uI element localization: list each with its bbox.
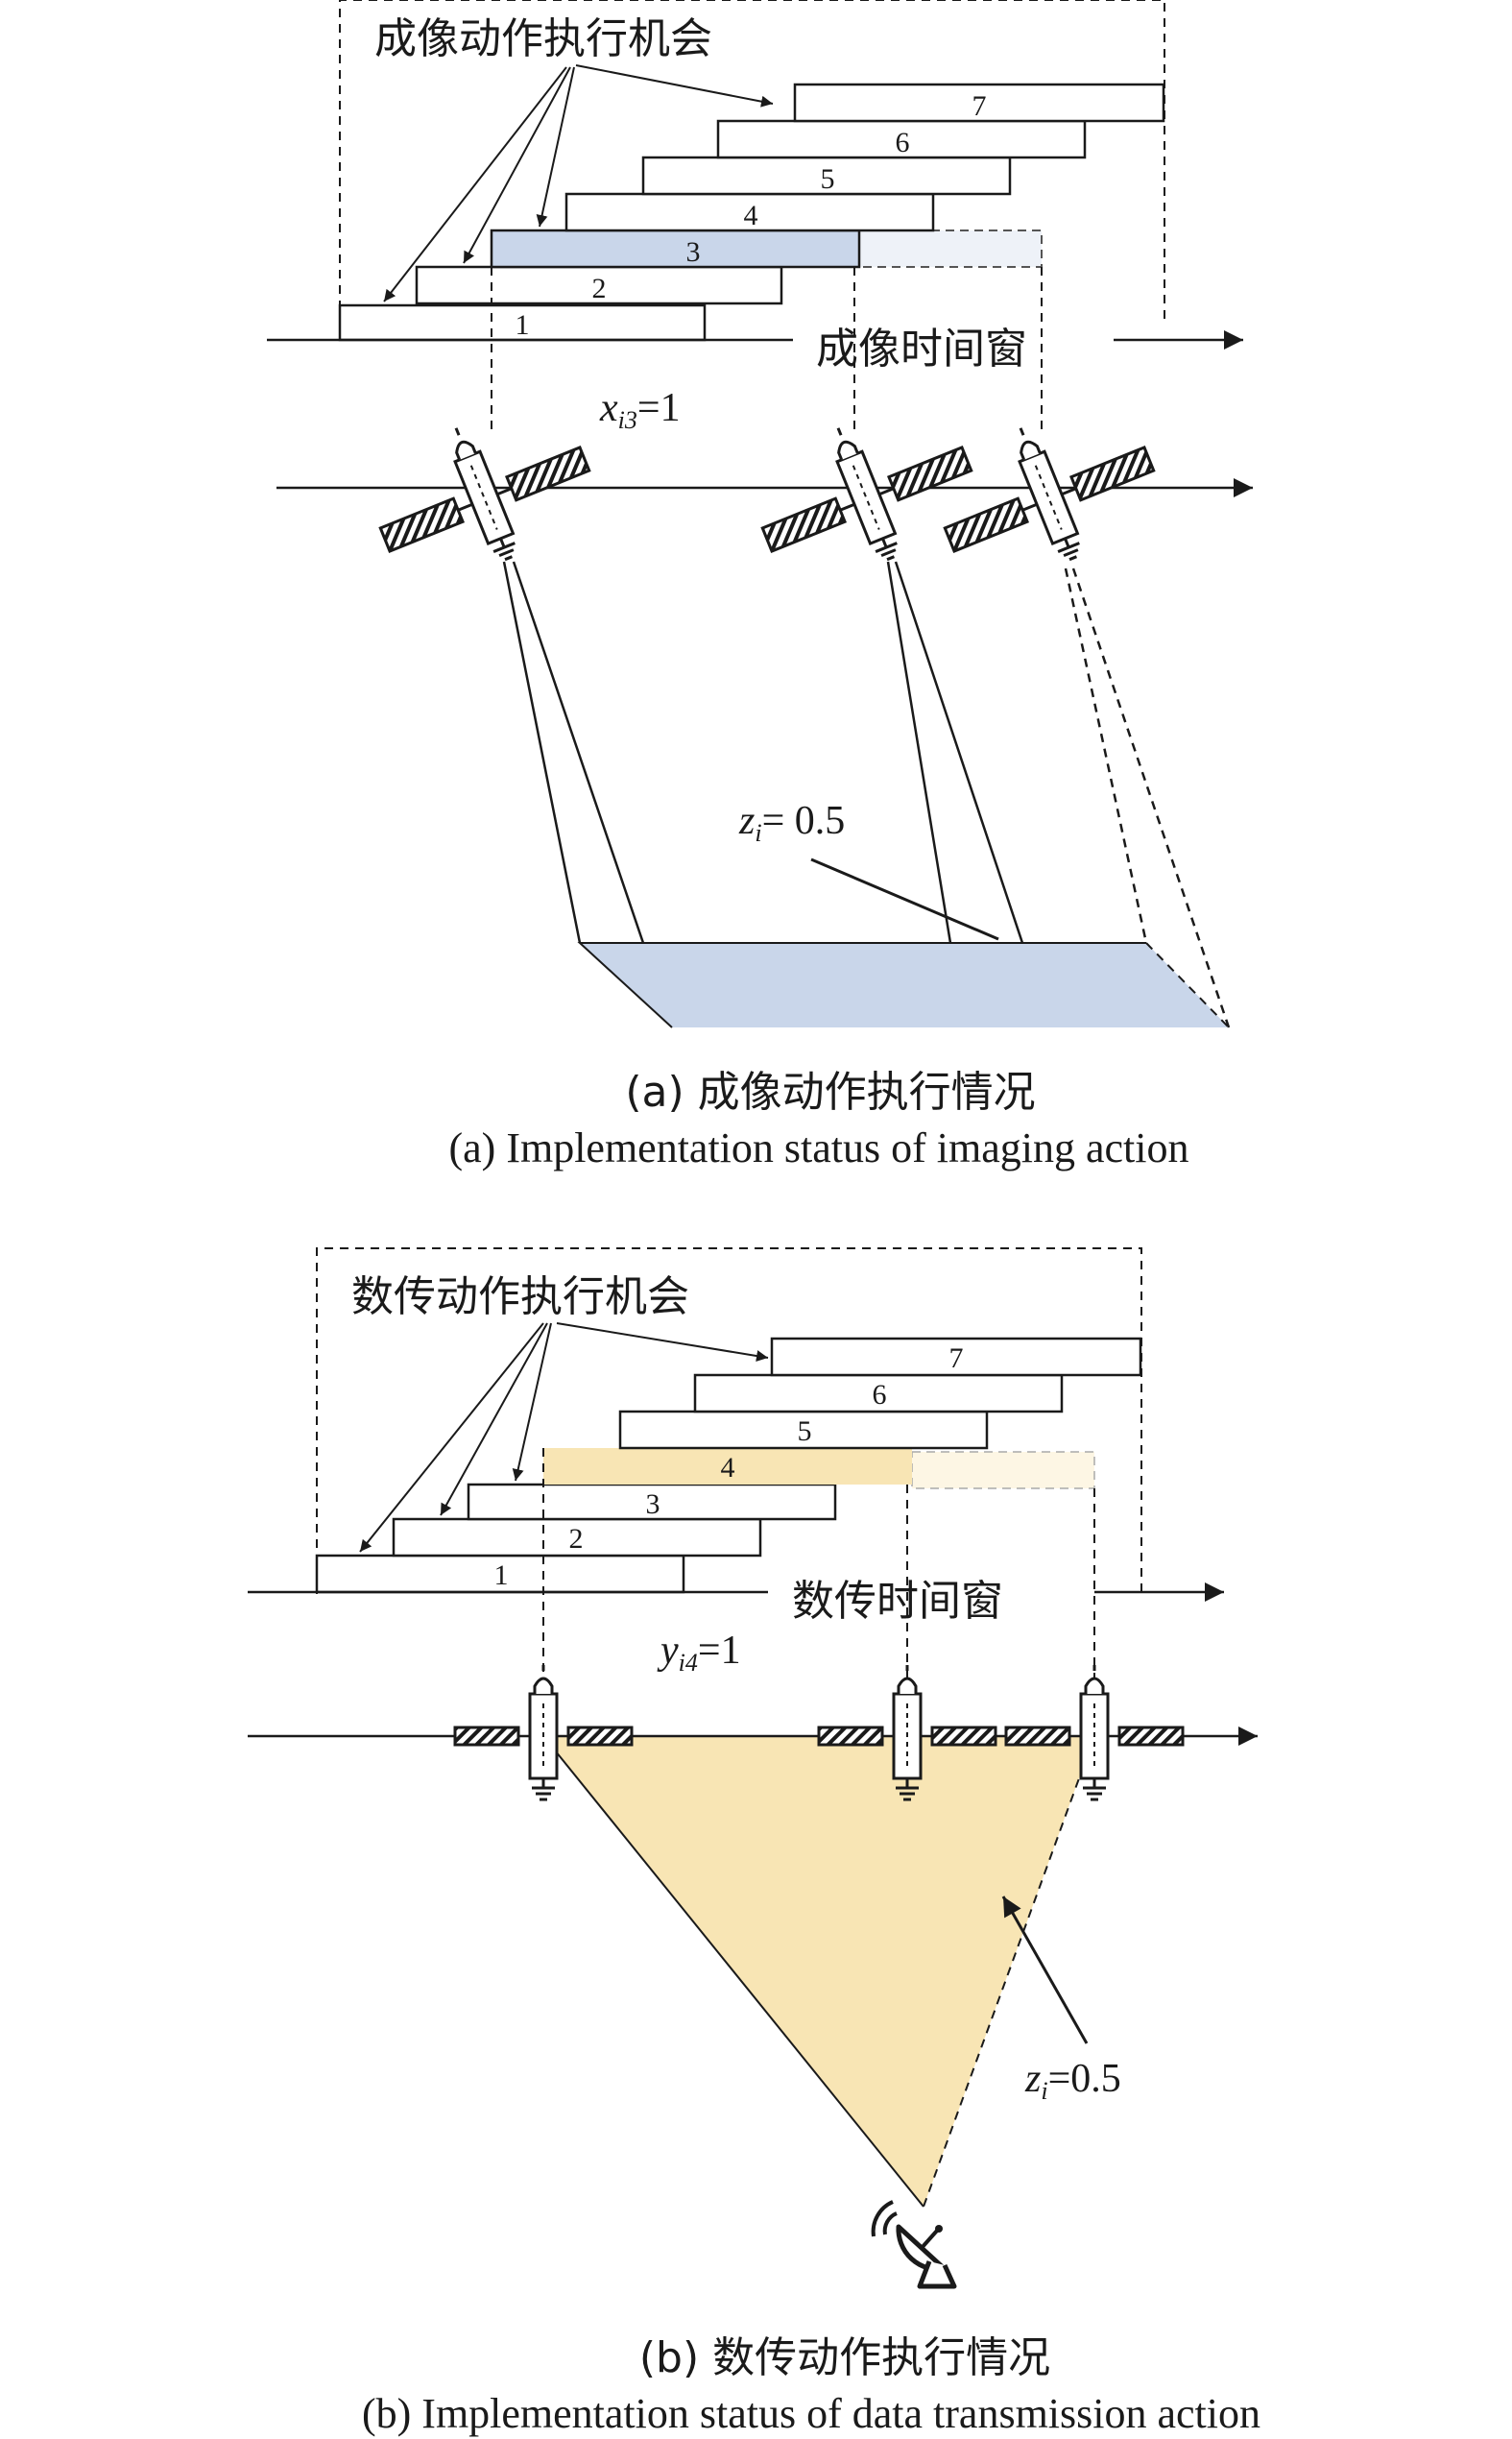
z-pointer-arrow bbox=[1001, 1896, 1089, 2044]
box-label-1: 1 bbox=[516, 309, 530, 341]
opportunity-box-4-selected bbox=[543, 1448, 912, 1485]
pointer-arrow bbox=[556, 1322, 769, 1362]
opportunity-box-6 bbox=[693, 1373, 1064, 1413]
transmission-cone bbox=[543, 1736, 1094, 2207]
imaging-opportunity-title: 成像动作执行机会 bbox=[374, 14, 712, 63]
caption-en-a: (a) Implementation status of imaging act… bbox=[448, 1124, 1188, 1171]
decision-variable-y: yi4=1 bbox=[657, 1629, 741, 1677]
opportunity-box-4 bbox=[564, 192, 935, 232]
cone-edge bbox=[542, 1735, 924, 2208]
box-label-7: 7 bbox=[972, 90, 987, 122]
decision-variable-x: xi3=1 bbox=[599, 386, 681, 434]
opportunity-box-7 bbox=[793, 83, 1165, 123]
imaging-strip-edge-dashed bbox=[1145, 942, 1230, 1028]
box-label-6: 6 bbox=[896, 127, 910, 158]
z-leader-line bbox=[810, 857, 999, 941]
box-label-4: 4 bbox=[721, 1452, 735, 1484]
beam-line bbox=[512, 561, 645, 944]
box-label-2: 2 bbox=[569, 1523, 584, 1555]
imaging-window-label: 成像时间窗 bbox=[816, 325, 1027, 374]
beam-line-dashed bbox=[1064, 567, 1148, 944]
opportunity-box-7 bbox=[770, 1337, 1142, 1377]
box-label-5: 5 bbox=[821, 163, 835, 195]
window-extension bbox=[911, 1451, 1095, 1489]
box-label-5: 5 bbox=[798, 1415, 812, 1447]
panel-imaging: 1 2 3 4 5 6 7 成像动作执行机会 成像时间窗 xi3=1 bbox=[267, 0, 1253, 1171]
box-label-7: 7 bbox=[949, 1342, 964, 1374]
transmission-window-label: 数传时间窗 bbox=[792, 1577, 1003, 1626]
pointer-arrow bbox=[440, 1322, 548, 1516]
imaging-strip bbox=[580, 943, 1229, 1027]
opportunity-box-5 bbox=[618, 1410, 989, 1450]
beam-line bbox=[886, 561, 952, 944]
transmission-opportunity-title: 数传动作执行机会 bbox=[351, 1272, 689, 1321]
opportunity-frame bbox=[339, 0, 1165, 325]
satellite-icon bbox=[354, 386, 611, 600]
beam-line bbox=[502, 561, 582, 944]
pointer-arrow bbox=[359, 1322, 544, 1553]
beam-line-dashed bbox=[1071, 567, 1231, 1028]
cone-edge-dashed bbox=[923, 1735, 1095, 2208]
pointer-arrow bbox=[512, 1322, 552, 1482]
opportunity-box-2 bbox=[392, 1517, 762, 1558]
caption-cn-b: (b) 数传动作执行情况 bbox=[639, 2333, 1050, 2382]
satellite-icon bbox=[919, 386, 1175, 600]
box-label-2: 2 bbox=[592, 273, 607, 304]
ground-station-antenna-icon bbox=[871, 2200, 957, 2289]
z-label-a: zi= 0.5 bbox=[738, 799, 845, 847]
z-label-b: zi=0.5 bbox=[1024, 2057, 1121, 2105]
panel-transmission: 1 2 3 4 5 6 7 数传动作执行机会 数传时间窗 yi4=1 zi=0.… bbox=[248, 1247, 1260, 2437]
satellite-icon bbox=[736, 386, 993, 600]
pointer-arrow bbox=[463, 66, 571, 264]
box-label-6: 6 bbox=[873, 1379, 887, 1411]
pointer-arrow bbox=[536, 66, 575, 228]
opportunity-box-3-selected bbox=[490, 229, 861, 269]
box-label-3: 3 bbox=[646, 1488, 660, 1520]
beam-line bbox=[894, 561, 1024, 944]
opportunity-box-1 bbox=[315, 1554, 685, 1594]
caption-en-b: (b) Implementation status of data transm… bbox=[362, 2390, 1260, 2437]
pointer-arrow bbox=[575, 64, 774, 108]
window-extension bbox=[858, 229, 1043, 268]
opportunity-box-1 bbox=[338, 303, 707, 342]
caption-cn-a: (a) 成像动作执行情况 bbox=[625, 1068, 1035, 1117]
opportunity-box-2 bbox=[415, 265, 783, 305]
pointer-arrow bbox=[383, 66, 567, 302]
box-label-1: 1 bbox=[494, 1559, 509, 1591]
box-label-4: 4 bbox=[744, 200, 758, 231]
opportunity-frame bbox=[316, 1247, 1142, 1594]
box-label-3: 3 bbox=[686, 236, 701, 268]
